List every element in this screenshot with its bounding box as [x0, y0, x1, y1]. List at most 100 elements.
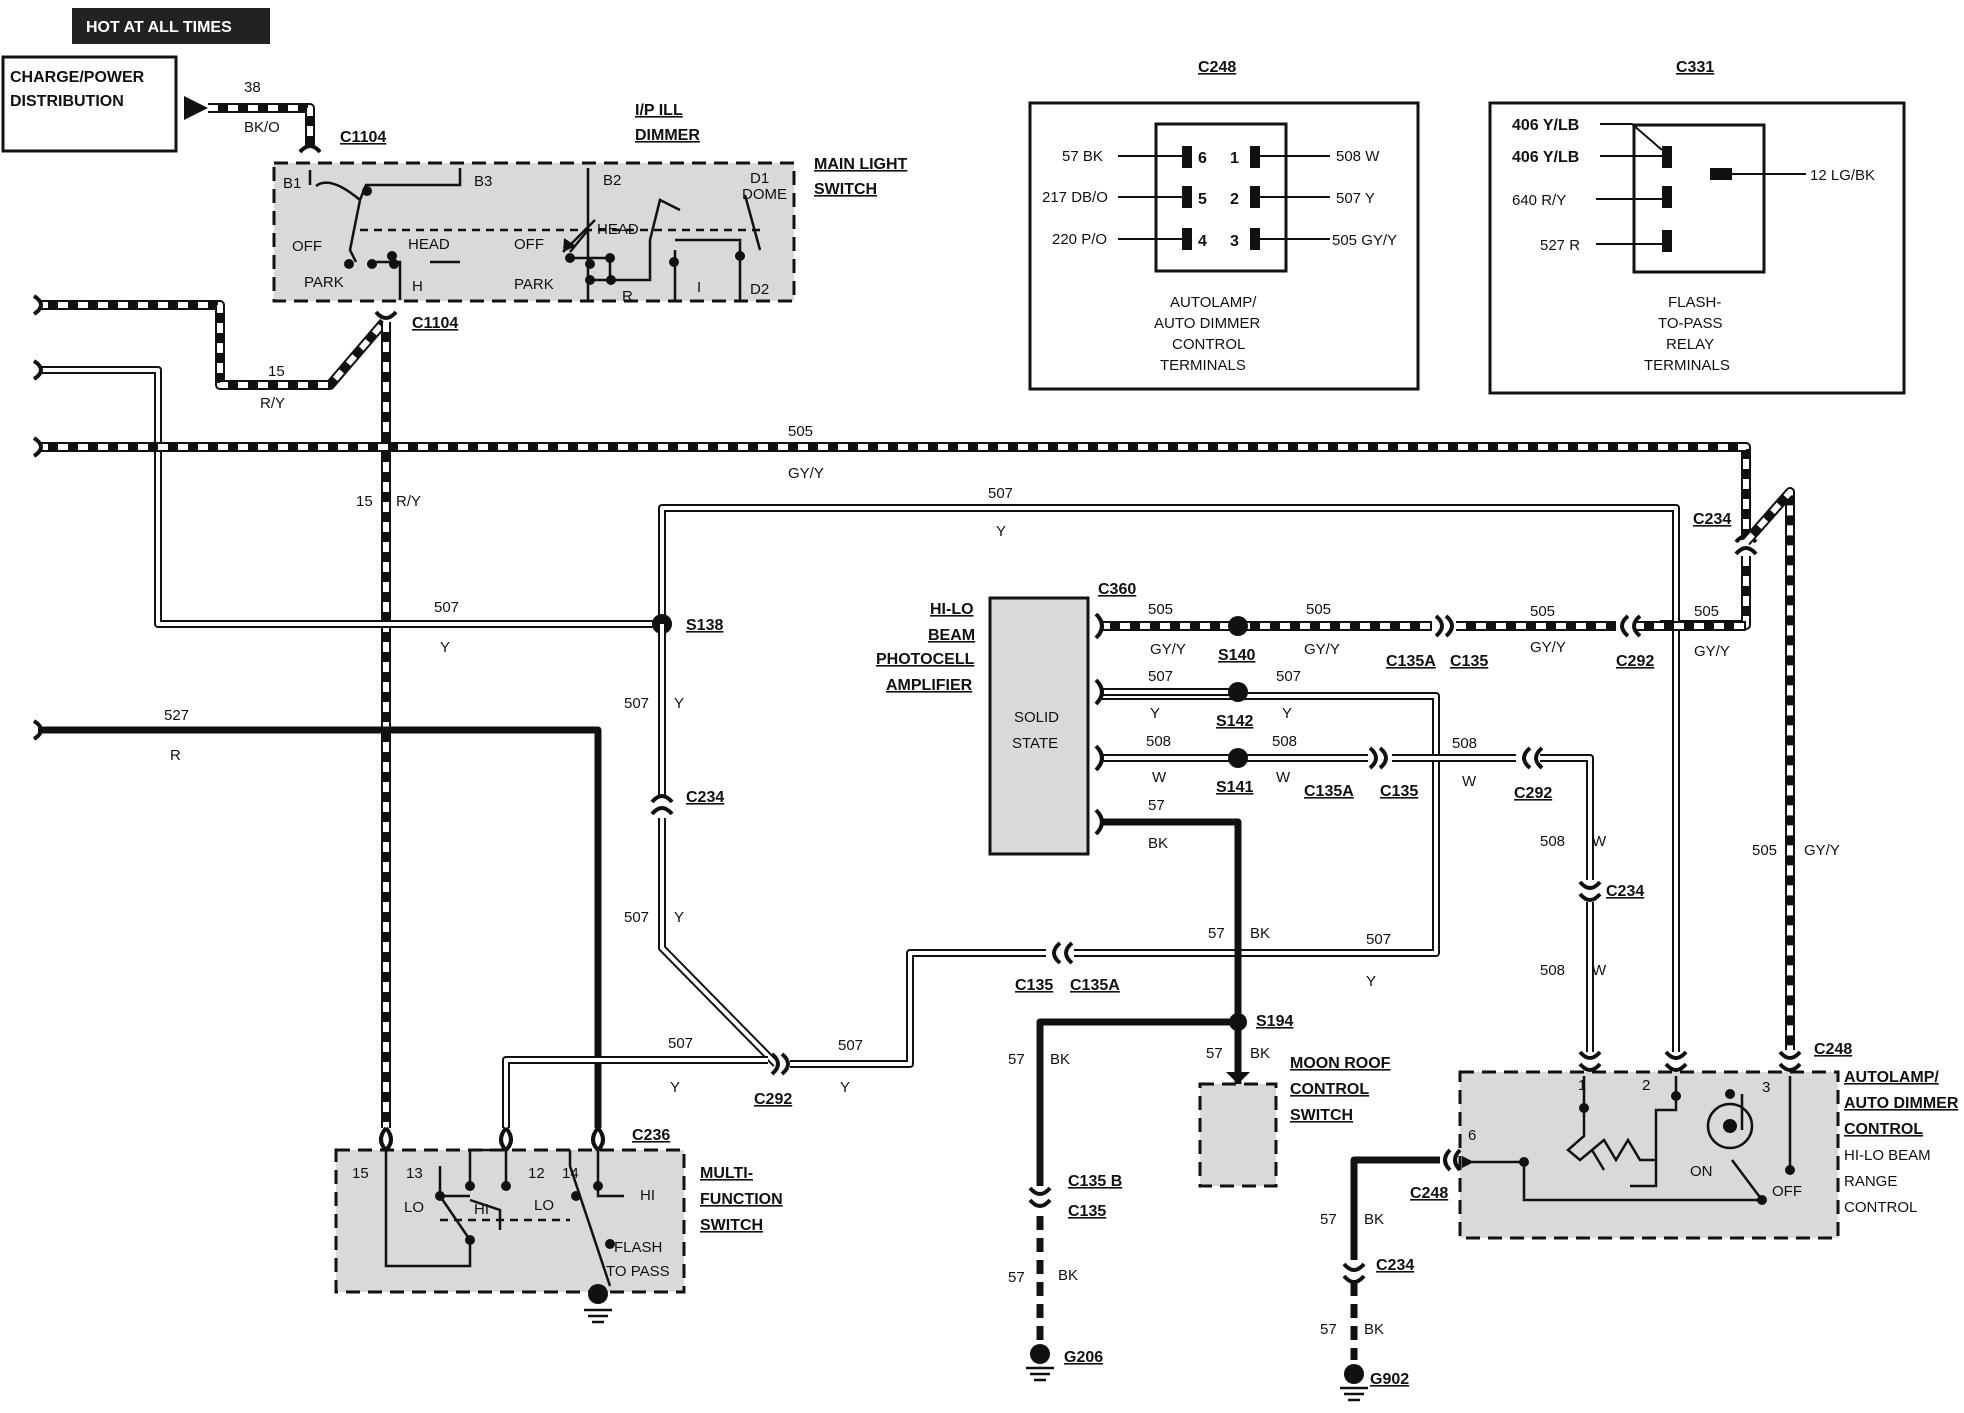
- wire-507-color-down-1: Y: [674, 695, 684, 712]
- c248-pin-1: 1: [1230, 150, 1239, 167]
- wire-505-num-top: 505: [788, 423, 813, 440]
- c292-upper-connector-icon: [1620, 614, 1642, 638]
- moonroof-label-2: CONTROL: [1290, 1081, 1369, 1098]
- mls-b3: B3: [474, 173, 492, 190]
- c331-terminals-box: C331 406 Y/LB 406 Y/LB 640 R/Y 527 R 12 …: [1488, 59, 1906, 395]
- c234-label-right-top: C234: [1693, 511, 1731, 528]
- g902-ground-icon: [1344, 1364, 1364, 1384]
- wire-527-color: R: [170, 747, 181, 764]
- mfs-pin-12: 12: [528, 1165, 545, 1182]
- mfs-lo-2: LO: [534, 1197, 554, 1214]
- mls-b2: B2: [603, 172, 621, 189]
- c135b-connector-icon: [1028, 1186, 1052, 1208]
- wire-57-color-mid: BK: [1250, 925, 1270, 942]
- wire-505-num-1: 505: [1148, 601, 1173, 618]
- c248-pin-6: 6: [1198, 150, 1207, 167]
- wire-505-color-4: GY/Y: [1694, 643, 1730, 660]
- c135-label-upper: C135: [1450, 653, 1488, 670]
- autolamp-label-4: HI-LO BEAM: [1844, 1147, 1931, 1164]
- c331-caption-3: RELAY: [1666, 336, 1714, 353]
- wire-527-num: 527: [164, 707, 189, 724]
- autolamp-label-3: CONTROL: [1844, 1121, 1923, 1138]
- autolamp-pin-1: 1: [1578, 1077, 1586, 1094]
- hot-badge-text: HOT AT ALL TIMES: [86, 19, 232, 36]
- wire-505-num-right: 505: [1752, 842, 1777, 859]
- wire-38: 38 BK/O: [208, 79, 315, 148]
- wire-507-color-top: Y: [996, 523, 1006, 540]
- c1104-bottom-connector-icon: [374, 310, 398, 320]
- mfs-hi-2: HI: [640, 1187, 655, 1204]
- wire-507-color-c292: Y: [840, 1079, 850, 1096]
- wire-57-color-g902-1: BK: [1364, 1211, 1384, 1228]
- left-edge-connector-507-icon: [32, 359, 43, 381]
- c248-caption-2: AUTO DIMMER: [1154, 315, 1261, 332]
- c234-label-g902: C234: [1376, 1257, 1414, 1274]
- wire-507-num-s142-low: 507: [1366, 931, 1391, 948]
- mfs-ground-symbol-icon: [584, 1308, 612, 1324]
- mls-dimmer-arrow-icon: [563, 238, 576, 252]
- c135a-label-508: C135A: [1304, 783, 1354, 800]
- c360-label: C360: [1098, 581, 1136, 598]
- wire-507-num-c292: 507: [838, 1037, 863, 1054]
- c135-label-508: C135: [1380, 783, 1418, 800]
- c331-caption-2: TO-PASS: [1658, 315, 1722, 332]
- s194-label: S194: [1256, 1013, 1293, 1030]
- wire-507-num-left: 507: [434, 599, 459, 616]
- c292-508-connector-icon: [1522, 746, 1544, 770]
- c331-left-4: 527 R: [1540, 237, 1580, 254]
- c135b-label: C135 B: [1068, 1173, 1122, 1190]
- mls-park-2: PARK: [514, 276, 554, 293]
- photocell-state: STATE: [1012, 735, 1058, 752]
- s142-splice-icon: [1228, 682, 1248, 702]
- wire-505-color-3: GY/Y: [1530, 639, 1566, 656]
- wire-57-color-amp: BK: [1148, 835, 1168, 852]
- wire-505-color-top: GY/Y: [788, 465, 824, 482]
- g206-label: G206: [1064, 1349, 1103, 1366]
- c135a-label-lower: C135A: [1070, 977, 1120, 994]
- autolamp-pin-6: 6: [1468, 1127, 1476, 1144]
- c360-508-connector-icon: [1094, 744, 1104, 772]
- ip-dimmer-label-1: I/P ILL: [635, 102, 683, 119]
- wire-57-num-g206-2: 57: [1008, 1269, 1025, 1286]
- mls-d1: D1: [750, 170, 769, 187]
- wire-507-color-c360: Y: [1150, 705, 1160, 722]
- mls-internal-switch-2: [569, 168, 762, 300]
- wire-508-color-5: W: [1592, 962, 1607, 979]
- wire-15-color-b: R/Y: [396, 493, 421, 510]
- g206-ground-icon: [1030, 1344, 1050, 1364]
- autolamp-photocell-icon: [1706, 1102, 1754, 1150]
- c331-left-2: 406 Y/LB: [1512, 149, 1579, 166]
- s142-label: S142: [1216, 713, 1253, 730]
- c236-label: C236: [632, 1127, 670, 1144]
- c248-caption-3: CONTROL: [1172, 336, 1245, 353]
- c248-pin-5: 5: [1198, 191, 1207, 208]
- c248-box-title: C248: [1198, 59, 1236, 76]
- mls-internal-switch-1: [308, 168, 462, 300]
- wire-505-color-2: GY/Y: [1304, 641, 1340, 658]
- c331-caption-1: FLASH-: [1668, 294, 1721, 311]
- wire-505-right-drop: [1742, 487, 1795, 1050]
- wire-508-color-4: W: [1592, 833, 1607, 850]
- c331-left-1: 406 Y/LB: [1512, 117, 1579, 134]
- c331-left-3: 640 R/Y: [1512, 192, 1566, 209]
- c248-terminals-box: C248 57 BK 217 DB/O 220 P/O 6 5 4 1 2 3 …: [1028, 59, 1420, 391]
- mfs-label-2: FUNCTION: [700, 1191, 783, 1208]
- wire-507-num-down-1: 507: [624, 695, 649, 712]
- wire-507-s142: 507 Y: [1074, 692, 1440, 990]
- wire-507-num-top: 507: [988, 485, 1013, 502]
- c135-label-g206: C135: [1068, 1203, 1106, 1220]
- wire-57-color-g902-2: BK: [1364, 1321, 1384, 1338]
- c360-57-connector-icon: [1094, 808, 1104, 836]
- wire-15-color-a: R/Y: [260, 395, 285, 412]
- wire-508-num-3: 508: [1452, 735, 1477, 752]
- mls-r: R: [622, 288, 633, 305]
- charge-power-distribution-box: CHARGE/POWER DISTRIBUTION: [1, 55, 208, 153]
- c234-label-mid: C234: [686, 789, 724, 806]
- autolamp-arrow-icon: [1462, 1156, 1474, 1168]
- wire-508-color-3: W: [1462, 773, 1477, 790]
- wire-38-color: BK/O: [244, 119, 280, 136]
- wire-57-color-g206-1: BK: [1050, 1051, 1070, 1068]
- photocell-label-1: HI-LO: [930, 601, 974, 618]
- mfs-label-1: MULTI-: [700, 1165, 753, 1182]
